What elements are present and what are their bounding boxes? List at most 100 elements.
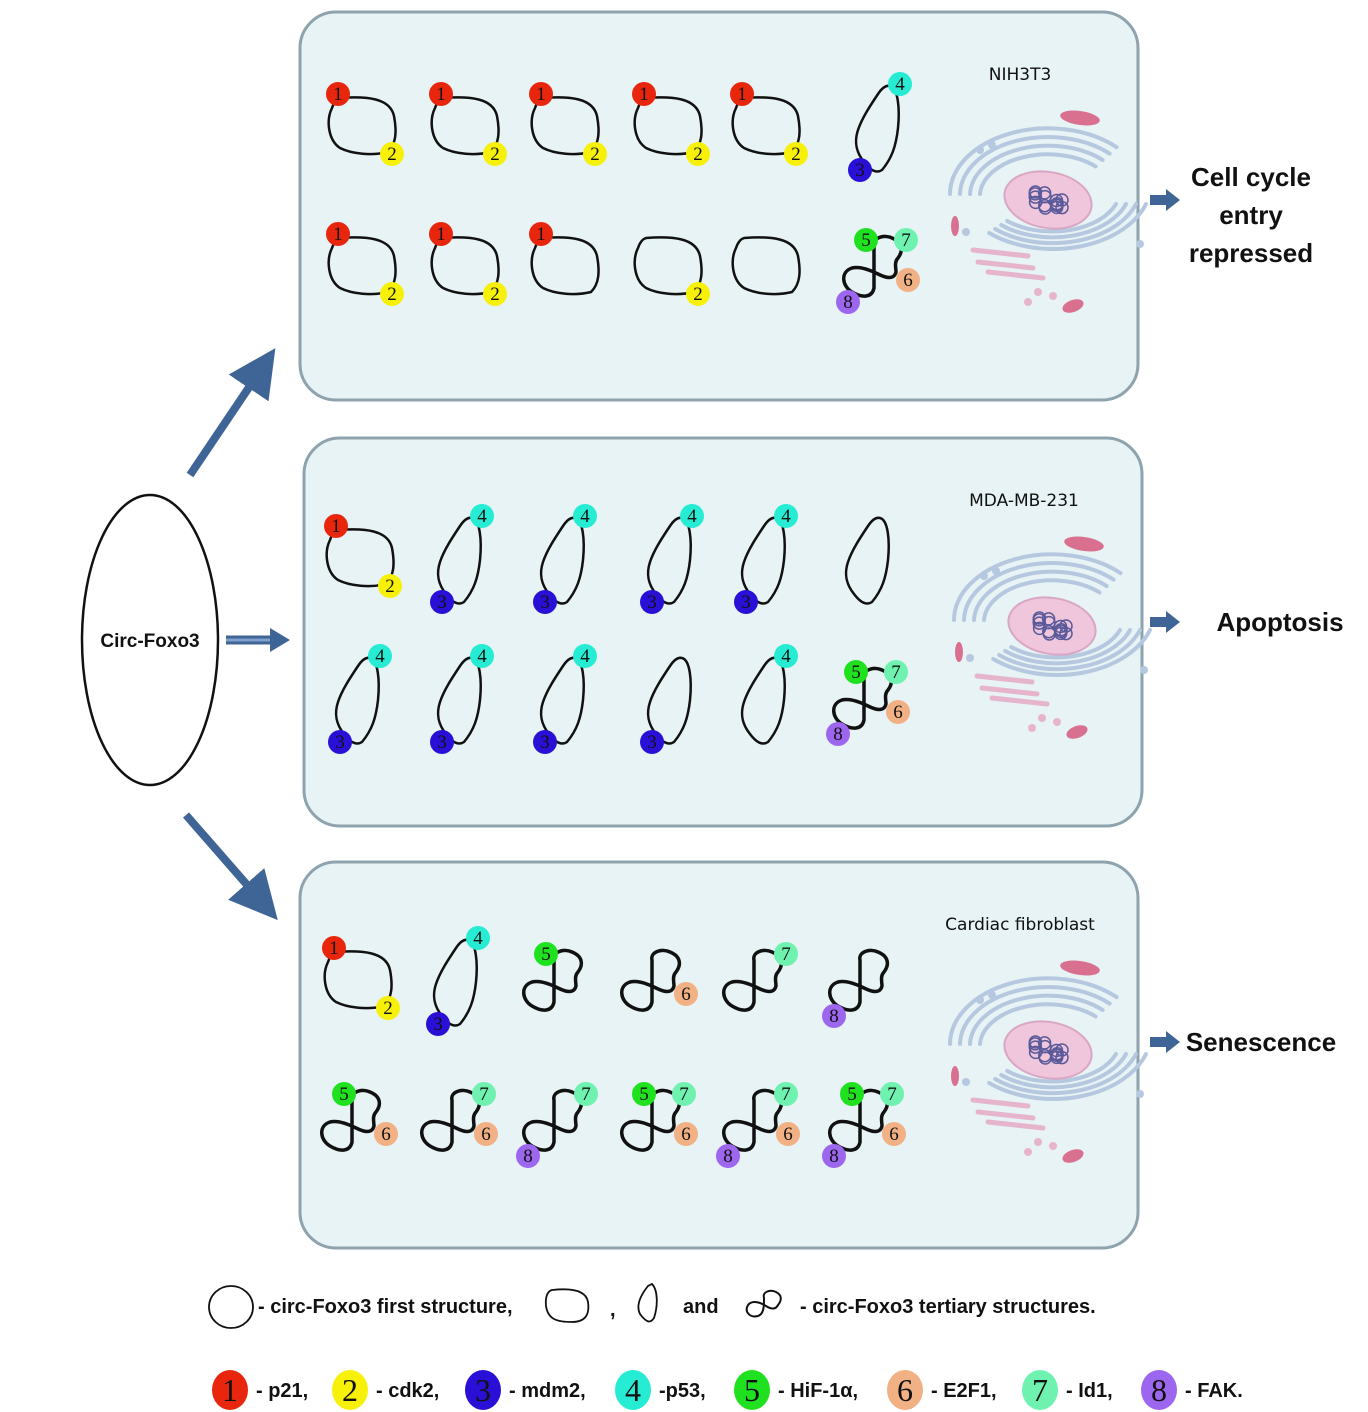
rounded-structure-icon [544, 1288, 590, 1323]
svg-text:1: 1 [436, 224, 446, 245]
svg-text:4: 4 [895, 74, 905, 95]
protein-badge-7: 7 [472, 1082, 496, 1106]
chromatin [1054, 623, 1068, 637]
protein-name: -p53, [659, 1380, 706, 1402]
protein-badge-5: 5 [332, 1082, 356, 1106]
vesicle [1136, 240, 1144, 248]
svg-text:1: 1 [333, 224, 343, 245]
first-structure-icon [208, 1285, 254, 1329]
er-membrane [978, 1002, 1098, 1046]
svg-text:8: 8 [523, 1146, 533, 1167]
chromatin [1050, 1047, 1064, 1061]
svg-text:6: 6 [783, 1124, 793, 1145]
rna-loop [325, 528, 395, 588]
protein-color-swatch [887, 1370, 923, 1410]
protein-badge-8: 8 [826, 722, 850, 746]
chromatin [1038, 201, 1053, 215]
svg-text:6: 6 [681, 1124, 691, 1145]
svg-text:2: 2 [693, 144, 703, 165]
svg-text:7: 7 [479, 1084, 489, 1105]
svg-text:1: 1 [639, 84, 649, 105]
vesicle [966, 654, 974, 662]
protein-name: - Id1, [1066, 1380, 1113, 1402]
rna-loop [327, 236, 397, 296]
protein-badge-6: 6 [474, 1122, 498, 1146]
protein-number: 1 [222, 1372, 238, 1408]
protein-color-swatch [1022, 1370, 1058, 1410]
protein-badge-2: 2 [583, 142, 607, 166]
protein-name: - p21, [256, 1380, 308, 1402]
protein-badge-4: 4 [680, 504, 704, 528]
golgi-vesicle [1034, 1138, 1042, 1146]
circ-foxo3-figure8-structure: 567 [620, 1082, 698, 1152]
circ-foxo3-elongated-structure: 34 [328, 644, 392, 754]
circ-foxo3-rounded-structure: 12 [730, 82, 808, 166]
er-membrane [999, 202, 1128, 240]
circ-foxo3-rounded-structure: 12 [326, 222, 404, 306]
source-label: Circ-Foxo3 [100, 631, 199, 652]
protein-badge-1: 1 [730, 82, 754, 106]
circ-foxo3-elongated-structure: 34 [640, 504, 704, 614]
circ-foxo3-rounded-structure: 12 [322, 936, 400, 1020]
er-membrane [962, 561, 1116, 622]
chromatin [1032, 613, 1046, 627]
outcome-text: Cell cycle [1191, 162, 1311, 192]
rna-loop [844, 516, 890, 605]
circ-foxo3-figure8-structure: 67 [420, 1082, 498, 1152]
protein-badge-6: 6 [674, 1122, 698, 1146]
svg-text:8: 8 [843, 292, 853, 313]
protein-badge-1: 1 [324, 514, 348, 538]
circ-foxo3-rounded-structure: 1 [529, 222, 600, 296]
circ-foxo3-rounded-structure: 12 [429, 82, 507, 166]
protein-legend-item: 2- cdk2, [332, 1370, 439, 1410]
panel-mda-mb-231: MDA-MB-2311234343434343434345678Apoptosi… [302, 436, 1344, 828]
er-membrane [1009, 628, 1122, 660]
circ-foxo3-figure8-structure: 56 [320, 1082, 398, 1152]
outcome-arrow [1150, 1031, 1180, 1053]
protein-badge-2: 2 [686, 142, 710, 166]
protein-badge-3: 3 [430, 730, 454, 754]
protein-legend-item: 3- mdm2, [465, 1370, 586, 1410]
vesicle [976, 996, 984, 1004]
rna-loop [620, 948, 682, 1012]
protein-badge-1: 1 [529, 222, 553, 246]
svg-text:2: 2 [387, 144, 397, 165]
rna-loop [828, 948, 890, 1012]
source-arrows [182, 348, 290, 921]
cell-organelles-illustration [952, 536, 1152, 739]
er-membrane [978, 152, 1098, 196]
circ-foxo3-elongated-structure: 34 [734, 504, 798, 614]
svg-text:6: 6 [481, 1124, 491, 1145]
protein-badge-5: 5 [840, 1082, 864, 1106]
svg-text:3: 3 [647, 732, 657, 753]
protein-badge-6: 6 [882, 1122, 906, 1146]
protein-badge-3: 3 [848, 158, 872, 182]
protein-badge-4: 4 [573, 504, 597, 528]
rna-loop [327, 96, 397, 156]
circ-foxo3-rounded-structure: 12 [429, 222, 507, 306]
golgi-vesicle [1024, 298, 1032, 306]
er-membrane [1005, 202, 1118, 234]
mitochondrion [951, 1066, 959, 1086]
circ-foxo3-figure8-structure: 78 [516, 1082, 598, 1168]
golgi-cisterna [985, 269, 1046, 281]
protein-badge-3: 3 [328, 730, 352, 754]
svg-text:5: 5 [861, 230, 871, 251]
outcome: Apoptosis [1150, 607, 1344, 637]
vesicle [962, 1078, 970, 1086]
protein-badge-6: 6 [896, 268, 920, 292]
protein-badge-1: 1 [326, 82, 350, 106]
protein-badge-2: 2 [378, 574, 402, 598]
svg-text:8: 8 [723, 1146, 733, 1167]
vesicle [988, 991, 996, 999]
figure8-structure-icon [745, 1289, 782, 1318]
svg-text:4: 4 [781, 646, 791, 667]
protein-legend: 1- p21,2- cdk2,3- mdm2,4-p53,5- HiF-1α,6… [212, 1370, 1243, 1410]
protein-badge-4: 4 [573, 644, 597, 668]
svg-text:2: 2 [383, 998, 393, 1019]
svg-text:3: 3 [335, 732, 345, 753]
chromatin [1037, 186, 1052, 200]
rna-loop [530, 236, 600, 296]
er-membrane [999, 1052, 1128, 1090]
